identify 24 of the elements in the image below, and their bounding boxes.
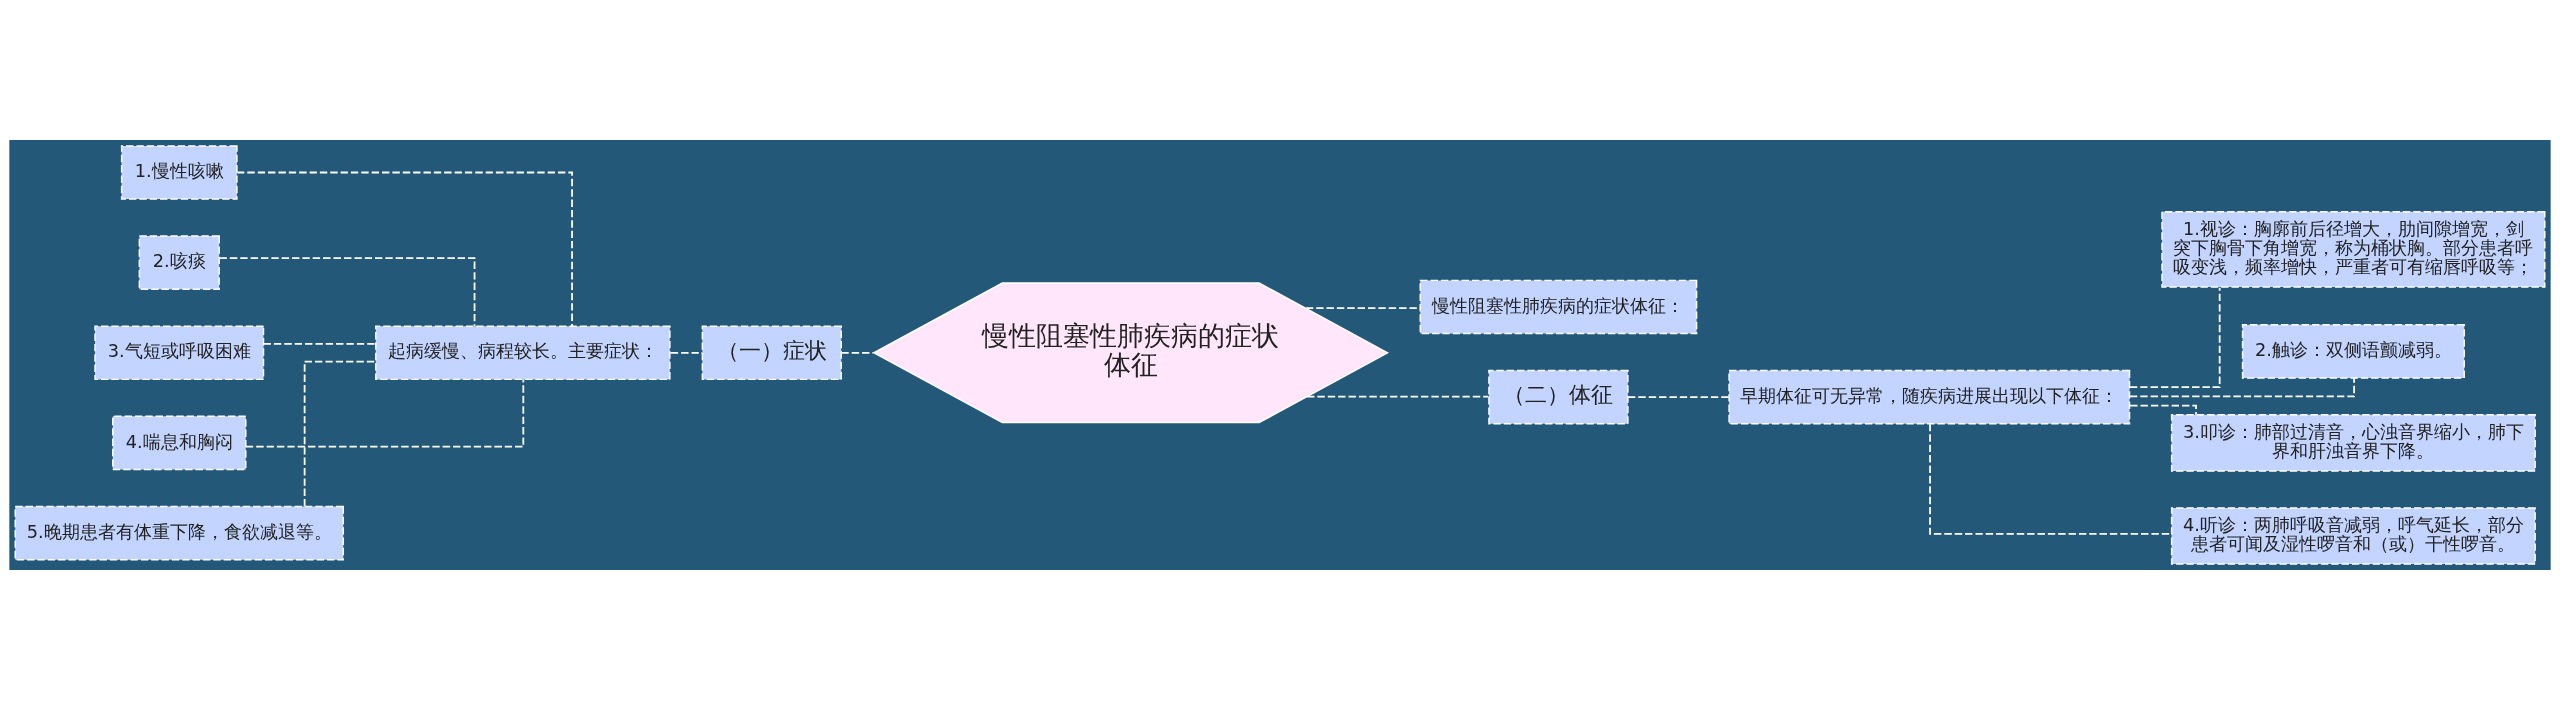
node-box: （一）症状 bbox=[701, 324, 842, 380]
node-box: 2.咳痰 bbox=[138, 234, 220, 290]
node-box: 1.慢性咳嗽 bbox=[120, 144, 238, 200]
node-box: 3.叩诊：肺部过清音，心浊音界缩小，肺下界和肝浊音界下降。 bbox=[2170, 413, 2536, 472]
node-box: 4.喘息和胸闷 bbox=[112, 415, 247, 470]
connector bbox=[262, 342, 377, 345]
connector bbox=[2128, 286, 2221, 388]
node-box: （二）体征 bbox=[1488, 369, 1629, 424]
node-box: 早期体征可无异常，随疾病进展出现以下体征： bbox=[1728, 369, 2131, 424]
connector bbox=[2129, 404, 2197, 416]
node-box: 慢性阻塞性肺疾病的症状体征： bbox=[1419, 279, 1698, 334]
node-box: 起病缓慢、病程较长。主要症状： bbox=[375, 324, 671, 380]
node-box: 3.气短或呼吸困难 bbox=[94, 324, 265, 380]
connector bbox=[840, 351, 875, 354]
node-box: 5.晚期患者有体重下降，食欲减退等。 bbox=[14, 505, 345, 560]
node-box: 1.视诊：胸廓前后径增大，肋间隙增宽，剑突下胸骨下角增宽，称为桶状胸。部分患者呼吸变浅，频率增快，严重者可有缩唇呼吸等； bbox=[2161, 210, 2546, 288]
connector bbox=[218, 256, 476, 327]
connector bbox=[236, 171, 573, 327]
connector bbox=[303, 360, 377, 507]
connector bbox=[245, 378, 525, 447]
connector bbox=[1306, 395, 1490, 398]
connector bbox=[1627, 395, 1730, 398]
node-box: 2.触诊：双侧语颤减弱。 bbox=[2241, 323, 2465, 379]
node-box: 4.听诊：两肺呼吸音减弱，呼气延长，部分患者可闻及湿性啰音和（或）干性啰音。 bbox=[2170, 506, 2536, 565]
